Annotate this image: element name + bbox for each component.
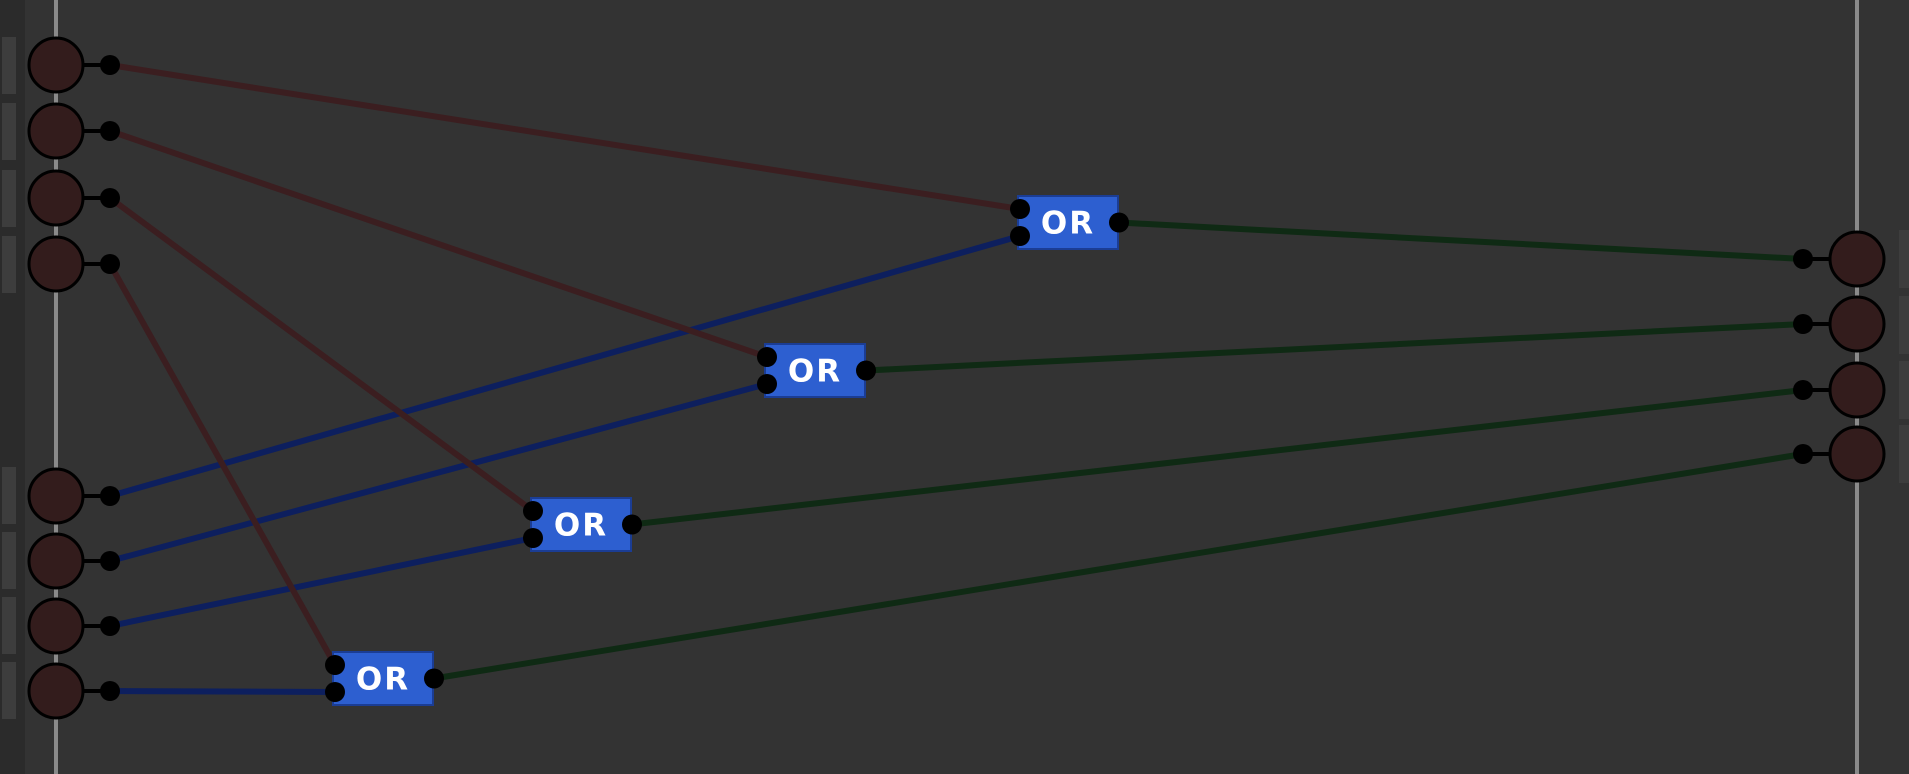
output-pin-circle[interactable] — [1828, 295, 1886, 353]
input-pin-circle[interactable] — [27, 102, 85, 160]
gates-layer: OR OR OR OR — [325, 195, 1129, 706]
input-pin-1[interactable] — [27, 102, 120, 160]
or-gate-3[interactable]: OR — [325, 651, 444, 706]
or-gate-body[interactable] — [1017, 195, 1119, 250]
wires-layer — [107, 62, 1806, 695]
or-gate-label: OR — [788, 354, 842, 390]
input-pin-6[interactable] — [27, 597, 120, 655]
input-pin-circle[interactable] — [27, 597, 85, 655]
gate-input-port[interactable] — [325, 655, 345, 675]
input-port[interactable] — [100, 55, 120, 75]
input-pin-circle[interactable] — [27, 532, 85, 590]
output-pin-0[interactable] — [1793, 230, 1886, 288]
input-tabs — [2, 37, 16, 719]
or-gate-body[interactable] — [530, 497, 632, 552]
or-gate-label: OR — [356, 662, 410, 698]
input-pin-0[interactable] — [27, 36, 120, 94]
output-port[interactable] — [1793, 249, 1813, 269]
wire-in-3-to-or-gate-3[interactable] — [107, 261, 338, 668]
input-pin-5[interactable] — [27, 532, 120, 590]
output-pin-circle[interactable] — [1828, 230, 1886, 288]
input-pin-circle[interactable] — [27, 235, 85, 293]
input-tab[interactable] — [2, 37, 16, 94]
wire-in-4-to-or-gate-0[interactable] — [107, 233, 1023, 499]
gate-output-port[interactable] — [856, 360, 876, 381]
wire-in-0-to-or-gate-0[interactable] — [107, 62, 1023, 212]
input-tab[interactable] — [2, 170, 16, 227]
or-gate-0[interactable]: OR — [1010, 195, 1129, 250]
input-tab[interactable] — [2, 467, 16, 524]
output-pin-circle[interactable] — [1828, 425, 1886, 483]
input-pin-circle[interactable] — [27, 169, 85, 227]
input-port[interactable] — [100, 254, 120, 274]
input-port[interactable] — [100, 121, 120, 141]
output-tab[interactable] — [1899, 361, 1909, 419]
output-tabs — [1899, 230, 1909, 483]
or-gate-label: OR — [1041, 206, 1095, 242]
input-pin-circle[interactable] — [27, 36, 85, 94]
wire-or-gate-0-to-out-0[interactable] — [1116, 219, 1806, 262]
output-pin-2[interactable] — [1793, 361, 1886, 419]
or-gate-1[interactable]: OR — [757, 343, 876, 398]
output-port[interactable] — [1793, 380, 1813, 400]
input-tab[interactable] — [2, 532, 16, 589]
wire-or-gate-3-to-out-3[interactable] — [431, 451, 1806, 682]
output-port[interactable] — [1793, 444, 1813, 464]
wire-in-5-to-or-gate-1[interactable] — [107, 381, 770, 564]
gate-input-port[interactable] — [1010, 226, 1030, 246]
or-gate-body[interactable] — [332, 651, 434, 706]
input-panel — [0, 0, 58, 774]
output-port[interactable] — [1793, 314, 1813, 334]
gate-input-port[interactable] — [1010, 199, 1030, 219]
or-gate-body[interactable] — [764, 343, 866, 398]
gate-input-port[interactable] — [325, 682, 345, 702]
gate-input-port[interactable] — [757, 347, 777, 367]
input-port[interactable] — [100, 616, 120, 636]
pins-layer — [27, 36, 1886, 720]
output-pin-3[interactable] — [1793, 425, 1886, 483]
gate-output-port[interactable] — [424, 668, 444, 689]
or-gate-label: OR — [554, 508, 608, 544]
wire-or-gate-2-to-out-2[interactable] — [629, 387, 1806, 528]
input-rail — [54, 0, 58, 774]
output-pin-circle[interactable] — [1828, 361, 1886, 419]
gate-output-port[interactable] — [622, 514, 642, 535]
output-tab[interactable] — [1899, 425, 1909, 483]
wire-in-7-to-or-gate-3[interactable] — [107, 688, 338, 695]
output-pin-1[interactable] — [1793, 295, 1886, 353]
input-port[interactable] — [100, 681, 120, 701]
input-tab[interactable] — [2, 103, 16, 160]
input-pin-7[interactable] — [27, 662, 120, 720]
output-tab[interactable] — [1899, 230, 1909, 288]
input-pin-circle[interactable] — [27, 662, 85, 720]
wire-in-1-to-or-gate-1[interactable] — [107, 128, 770, 360]
input-pin-3[interactable] — [27, 235, 120, 293]
gate-input-port[interactable] — [757, 374, 777, 394]
input-pin-4[interactable] — [27, 467, 120, 525]
input-pin-2[interactable] — [27, 169, 120, 227]
or-gate-2[interactable]: OR — [523, 497, 642, 552]
wire-in-2-to-or-gate-2[interactable] — [107, 195, 536, 514]
input-tab[interactable] — [2, 597, 16, 654]
wire-or-gate-1-to-out-1[interactable] — [863, 321, 1806, 374]
wire-in-6-to-or-gate-2[interactable] — [107, 535, 536, 629]
gate-input-port[interactable] — [523, 501, 543, 521]
input-port[interactable] — [100, 486, 120, 506]
input-port[interactable] — [100, 551, 120, 571]
input-port[interactable] — [100, 188, 120, 208]
input-pin-circle[interactable] — [27, 467, 85, 525]
gate-input-port[interactable] — [523, 528, 543, 548]
input-tab[interactable] — [2, 662, 16, 719]
gate-output-port[interactable] — [1109, 212, 1129, 233]
input-tab[interactable] — [2, 236, 16, 293]
output-tab[interactable] — [1899, 296, 1909, 354]
